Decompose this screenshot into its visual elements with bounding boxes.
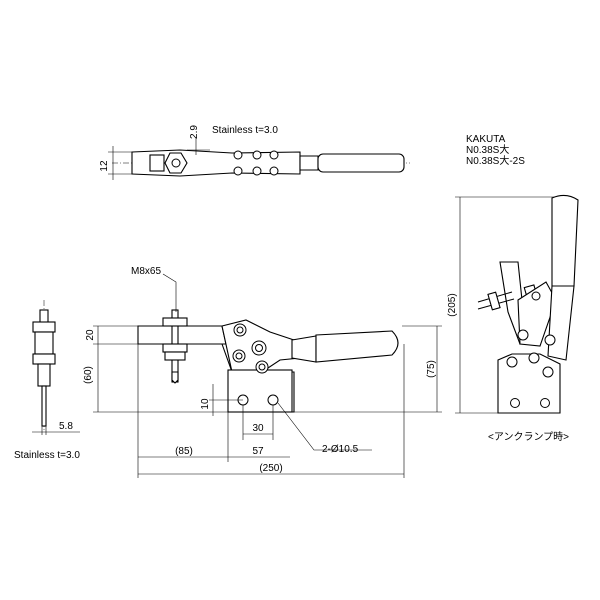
dim-base-to-hole: 57 xyxy=(252,446,264,457)
side-view-plate xyxy=(41,385,47,427)
top-view-rivet-6 xyxy=(269,166,279,176)
spindle-nut-low xyxy=(164,351,186,361)
model-number-1: N0.38S大 xyxy=(466,143,509,156)
top-view xyxy=(108,138,410,180)
dim-spindle-offset: 20 xyxy=(85,329,96,341)
mounting-hole-2 xyxy=(267,394,279,406)
model-number-2: N0.38S大-2S xyxy=(466,154,525,167)
spindle-nut-top xyxy=(162,317,188,327)
dim-overall-length: (250) xyxy=(259,463,282,474)
top-view-handle-neck xyxy=(299,155,319,171)
spindle-nut-mid xyxy=(162,343,188,353)
side-view-nut-top xyxy=(32,321,56,333)
top-view-rivet-4 xyxy=(252,166,262,176)
spindle-tip xyxy=(171,371,179,384)
side-view-nut-bottom xyxy=(32,353,56,365)
bolt-leader xyxy=(162,273,177,312)
dim-arm-length: (85) xyxy=(175,446,193,457)
top-material-label: Stainless t=3.0 xyxy=(212,125,278,136)
dim-overall-height: (75) xyxy=(426,360,437,378)
dim-open-height: (205) xyxy=(447,293,458,316)
top-view-rivet-1 xyxy=(233,150,243,160)
top-view-base-block xyxy=(149,154,165,172)
side-view-bolt-bottom xyxy=(37,363,51,387)
clamp-arm xyxy=(137,325,227,345)
top-view-rivet-5 xyxy=(269,150,279,160)
unclamped-hole-1 xyxy=(510,398,520,408)
unclamped-handle-neck xyxy=(547,285,575,361)
base-plate xyxy=(227,369,293,413)
dim-hole-height: 10 xyxy=(200,398,211,410)
holes-label: 2-Ø10.5 xyxy=(322,444,359,455)
bolt-label: M8x65 xyxy=(131,266,161,277)
maker-name: KAKUTA xyxy=(466,134,506,145)
dim-hole-pitch: 30 xyxy=(252,423,264,434)
handle-grip xyxy=(315,330,399,363)
unclamped-handle xyxy=(551,194,579,287)
top-view-rivet-3 xyxy=(252,150,262,160)
dim-plate-thickness: 2.9 xyxy=(189,125,200,139)
unclamped-view xyxy=(455,194,579,414)
side-material-label: Stainless t=3.0 xyxy=(14,450,80,461)
top-view-bolt-circle xyxy=(171,158,181,168)
dim-plate-width: 12 xyxy=(99,160,110,172)
top-view-handle-grip xyxy=(317,153,405,173)
side-view xyxy=(32,300,80,435)
front-view xyxy=(93,273,442,478)
unclamped-hole-2 xyxy=(540,398,550,408)
side-view-spindle-block xyxy=(34,331,54,355)
dim-side-width: 5.8 xyxy=(59,421,73,432)
clamp-state-label: <アンクランプ時> xyxy=(488,431,569,443)
dim-base-height: (60) xyxy=(83,366,94,384)
hole-leader xyxy=(277,402,372,451)
unclamped-nut xyxy=(487,291,501,311)
top-view-rivet-2 xyxy=(233,166,243,176)
handle-neck xyxy=(291,335,317,363)
